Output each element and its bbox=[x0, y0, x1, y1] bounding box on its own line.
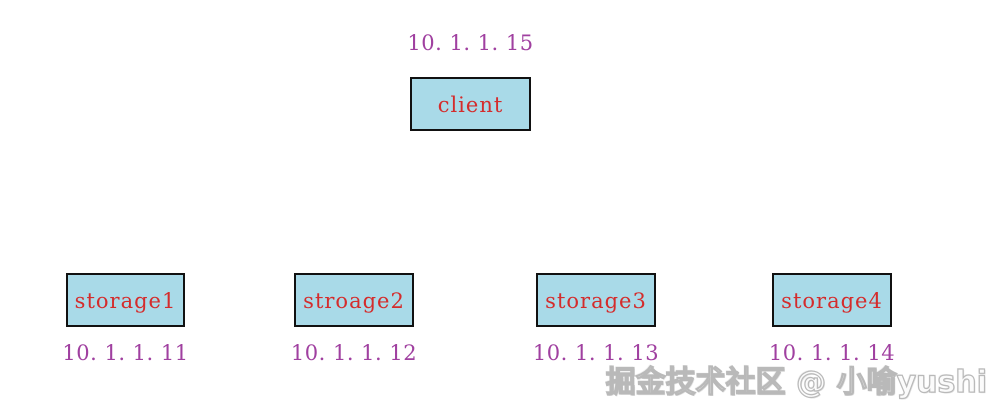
storage2-node: stroage2 10. 1. 1. 12 bbox=[291, 273, 417, 364]
storage4-box: storage4 bbox=[772, 273, 892, 327]
storage3-box-label: storage3 bbox=[545, 288, 647, 313]
client-box: client bbox=[410, 77, 531, 131]
client-ip-label: 10. 1. 1. 15 bbox=[407, 31, 534, 55]
storage1-node: storage1 10. 1. 1. 11 bbox=[62, 273, 188, 364]
storage2-box: stroage2 bbox=[294, 273, 414, 327]
storage2-box-label: stroage2 bbox=[303, 288, 405, 313]
storage2-ip-label: 10. 1. 1. 12 bbox=[290, 341, 418, 365]
watermark-text: 掘金技术社区 @ 小喻yushi bbox=[605, 365, 988, 400]
storage4-node: storage4 10. 1. 1. 14 bbox=[769, 273, 895, 364]
storage1-box: storage1 bbox=[66, 273, 185, 327]
storage1-box-label: storage1 bbox=[74, 288, 177, 313]
client-node: 10. 1. 1. 15 client bbox=[407, 33, 533, 131]
storage4-ip-label: 10. 1. 1. 14 bbox=[768, 341, 896, 365]
client-box-label: client bbox=[437, 92, 504, 117]
storage4-box-label: storage4 bbox=[781, 288, 883, 313]
storage3-box: storage3 bbox=[536, 273, 656, 327]
storage1-ip-label: 10. 1. 1. 11 bbox=[62, 341, 189, 365]
storage3-node: storage3 10. 1. 1. 13 bbox=[533, 273, 659, 364]
storage3-ip-label: 10. 1. 1. 13 bbox=[532, 341, 660, 365]
